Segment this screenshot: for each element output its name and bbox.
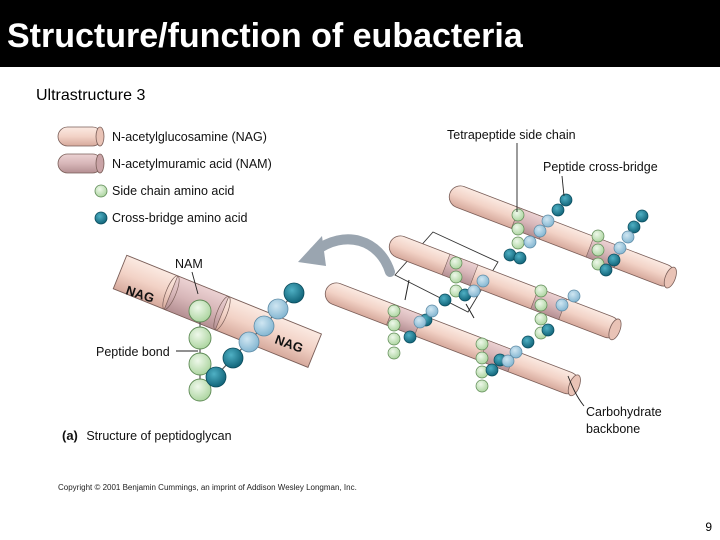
legend-side-chain-icon: [94, 184, 108, 198]
peptide-bond-label: Peptide bond: [96, 345, 170, 359]
legend-side-chain-label: Side chain amino acid: [112, 184, 234, 198]
title-bar: [0, 0, 720, 67]
copyright-notice: Copyright © 2001 Benjamin Cummings, an i…: [58, 483, 357, 492]
nam-leader-line: [191, 271, 199, 295]
page-number: 9: [705, 520, 712, 534]
legend-nag-swatch: [57, 126, 105, 147]
legend-cross-bridge-label: Cross-bridge amino acid: [112, 211, 248, 225]
cross-bridge-leader-line: [561, 175, 565, 197]
peptidoglycan-lattice: [324, 185, 677, 397]
slide-title: Structure/function of eubacteria: [7, 17, 523, 55]
peptide-cross-bridge-label: Peptide cross-bridge: [543, 160, 658, 174]
magnify-arrow-head: [298, 236, 326, 266]
tetrapeptide-label: Tetrapeptide side chain: [447, 128, 576, 142]
nam-label: NAM: [175, 257, 203, 271]
carbohydrate-leader-line: [567, 375, 585, 407]
legend: N-acetylglucosamine (NAG) N-acetylmurami…: [57, 126, 272, 225]
caption-prefix: (a): [62, 428, 78, 443]
magnified-side-chain: [188, 299, 212, 402]
legend-nag-label: N-acetylglucosamine (NAG): [112, 130, 267, 144]
legend-nam-label: N-acetylmuramic acid (NAM): [112, 157, 272, 171]
legend-cross-bridge-icon: [94, 211, 108, 225]
carbohydrate-label-line2: backbone: [586, 422, 640, 436]
slide-subtitle: Ultrastructure 3: [36, 87, 146, 104]
carbohydrate-label-line1: Carbohydrate: [586, 405, 662, 419]
legend-nam-swatch: [57, 153, 105, 174]
magnified-cross-bridge: [205, 282, 305, 388]
caption-text: Structure of peptidoglycan: [86, 429, 231, 443]
figure-caption: (a) Structure of peptidoglycan: [62, 427, 232, 444]
magnify-arrow: [309, 234, 395, 277]
